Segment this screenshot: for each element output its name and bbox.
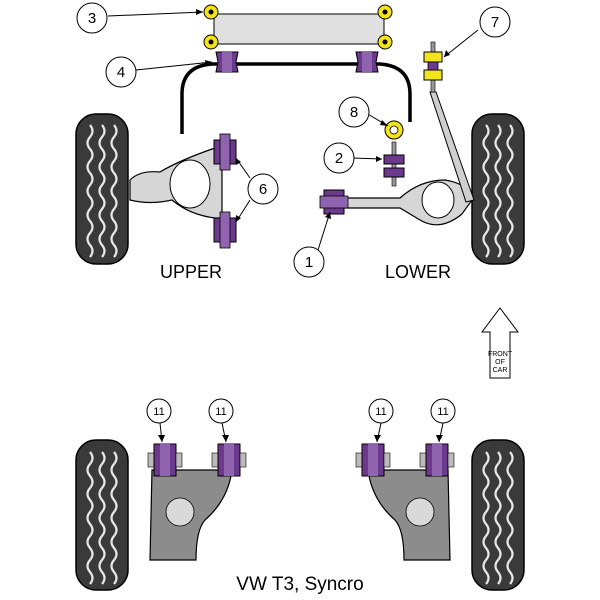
front-label-line2: OF	[495, 359, 505, 366]
rear-bush-4-icon	[419, 443, 455, 477]
svg-text:11: 11	[437, 406, 448, 418]
front-left-tire-icon	[75, 113, 129, 265]
svg-text:2: 2	[335, 150, 343, 167]
svg-text:11: 11	[375, 406, 386, 418]
callout-11-d: 11	[430, 398, 456, 424]
svg-text:11: 11	[153, 406, 164, 418]
callout-arrowheads	[196, 9, 450, 222]
front-of-car-arrow-icon: FRONT OF CAR	[481, 307, 519, 379]
droplink-bush-icon	[383, 141, 405, 187]
callout-11-c: 11	[368, 398, 394, 424]
callout-2: 2	[323, 142, 355, 174]
rear-right-tire-icon	[471, 439, 525, 591]
rear-callout-leaders	[159, 422, 444, 443]
svg-text:1: 1	[305, 254, 313, 271]
callout-8: 8	[338, 96, 370, 128]
svg-text:4: 4	[117, 64, 125, 81]
svg-text:6: 6	[259, 181, 267, 198]
callout-1: 1	[293, 246, 325, 278]
rear-left-tire-icon	[75, 439, 129, 591]
front-right-tire-icon	[471, 113, 525, 265]
callout-6: 6	[247, 173, 279, 205]
rear-bush-2-icon	[211, 443, 247, 477]
rear-right-trailing-arm	[367, 469, 451, 561]
arb-bush-left-icon	[215, 51, 239, 73]
callout-3: 3	[76, 2, 108, 34]
arb-bush-right-icon	[355, 51, 379, 73]
lower-arm	[339, 179, 473, 226]
svg-text:3: 3	[88, 10, 96, 27]
svg-text:11: 11	[215, 406, 226, 418]
upper-bush-bottom-icon	[213, 211, 237, 249]
lower-label: LOWER	[385, 262, 451, 282]
callout-leaders	[107, 11, 479, 251]
rear-left-trailing-arm	[149, 469, 233, 561]
callout-4: 4	[105, 56, 137, 88]
rear-bush-3-icon	[355, 443, 391, 477]
radius-rod-bush-icon	[423, 41, 443, 93]
callout-11-a: 11	[146, 398, 172, 424]
callout-7: 7	[479, 6, 511, 38]
svg-text:8: 8	[350, 104, 358, 121]
front-label-line1: FRONT	[488, 351, 513, 358]
caption: VW T3, Syncro	[236, 574, 363, 595]
callout-11-b: 11	[208, 398, 234, 424]
upper-label: UPPER	[160, 262, 222, 282]
washer-icon	[384, 120, 404, 140]
front-label-line3: CAR	[493, 367, 508, 374]
upper-bush-top-icon	[213, 133, 237, 171]
svg-text:7: 7	[491, 14, 499, 31]
lower-arm-bush-icon	[319, 189, 349, 215]
upper-wishbone	[129, 147, 223, 219]
anti-roll-bar	[180, 62, 412, 134]
rear-bush-1-icon	[147, 443, 183, 477]
crossmember-bar	[203, 4, 393, 50]
rear-callout-arrowheads	[158, 435, 443, 442]
